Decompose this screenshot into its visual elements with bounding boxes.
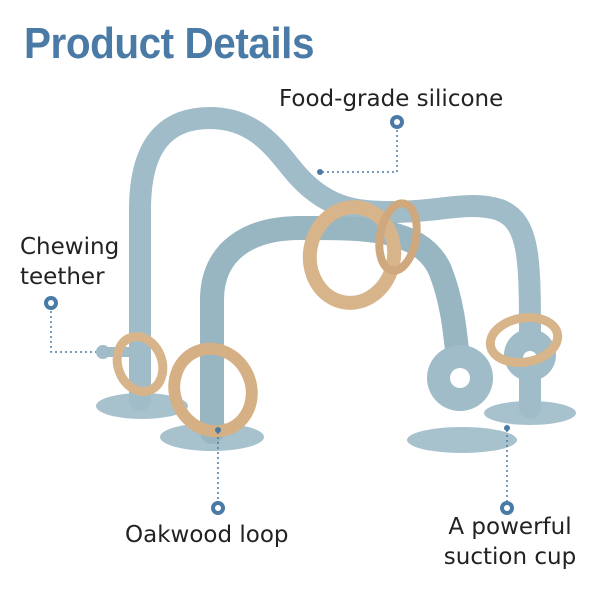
wood-ring-right (485, 313, 563, 367)
marker-suction-dot (504, 505, 510, 511)
page-title: Product Details (24, 19, 315, 68)
marker-chewing-dot (48, 300, 54, 306)
wood-ring-left (112, 332, 168, 396)
callout-food-grade-text: Food-grade silicone (279, 86, 504, 112)
wood-ring-top-back (375, 199, 421, 275)
callout-food-grade-silicone: Food-grade silicone (279, 84, 503, 114)
callout-suction-cup: A powerful suction cup (430, 512, 590, 572)
callout-chewing-line1: Chewing (20, 234, 120, 260)
wood-ring-front (168, 342, 258, 438)
suction-cup-right (407, 427, 517, 453)
leader-food-grade (320, 130, 398, 173)
callout-suction-line2: suction cup (443, 544, 577, 570)
leader-start-oakwood (215, 427, 221, 433)
silicone-arch-front (200, 215, 470, 444)
leader-start-suction (504, 425, 510, 431)
wood-ring-top-front (302, 200, 402, 310)
teether-stem (103, 347, 143, 357)
leader-end-food-grade (317, 169, 323, 175)
callout-chewing-line2: teether (20, 264, 105, 290)
callout-chewing-teether: Chewing teether (20, 232, 140, 292)
leader-chewing (50, 311, 96, 353)
marker-food-grade-dot (394, 119, 400, 125)
donut-hole-right (450, 368, 470, 388)
marker-oakwood-dot (215, 505, 221, 511)
callout-oakwood-text: Oakwood loop (125, 522, 289, 548)
callout-oakwood-loop: Oakwood loop (125, 520, 289, 550)
callout-suction-line1: A powerful (448, 514, 572, 540)
